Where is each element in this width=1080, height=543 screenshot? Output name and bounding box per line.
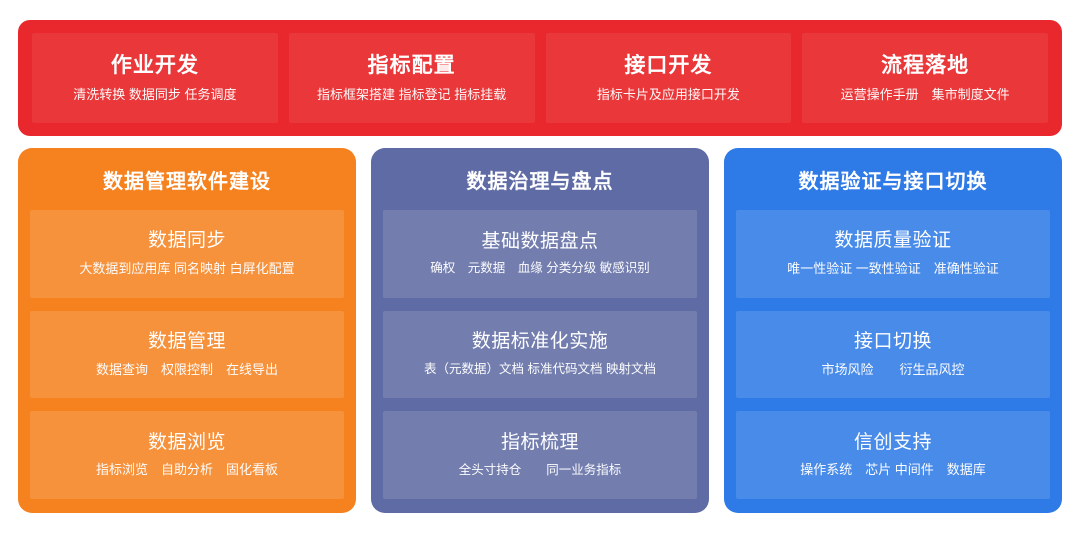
banner-card-metric-config[interactable]: 指标配置 指标框架搭建 指标登记 指标挂载 (288, 33, 535, 123)
banner-card-subtitle: 指标框架搭建 指标登记 指标挂载 (317, 86, 507, 102)
sub-card-title: 基础数据盘点 (481, 230, 599, 252)
banner-card-title: 接口开发 (624, 53, 713, 77)
sub-card-xinchuang-support[interactable]: 信创支持 操作系统 芯片 中间件 数据库 (736, 411, 1050, 500)
top-banner: 作业开发 清洗转换 数据同步 任务调度 指标配置 指标框架搭建 指标登记 指标挂… (18, 20, 1062, 136)
sub-card-title: 数据管理 (147, 330, 226, 352)
column-data-validation-interface-switch[interactable]: 数据验证与接口切换 数据质量验证 唯一性验证 一致性验证 准确性验证 接口切换 … (724, 148, 1062, 513)
sub-card-title: 接口切换 (853, 330, 932, 352)
sub-card-subtitle: 确权 元数据 血缘 分类分级 敏感识别 (430, 261, 650, 276)
sub-card-title: 数据同步 (147, 230, 226, 252)
banner-card-subtitle: 运营操作手册 集市制度文件 (840, 86, 1010, 102)
sub-card-subtitle: 数据查询 权限控制 在线导出 (95, 361, 278, 377)
column-title: 数据治理与盘点 (466, 171, 614, 193)
sub-card-title: 指标梳理 (500, 431, 579, 453)
sub-card-subtitle: 表（元数据）文档 标准代码文档 映射文档 (424, 362, 656, 377)
sub-card-title: 数据浏览 (147, 431, 226, 453)
sub-card-subtitle: 大数据到应用库 同名映射 白屏化配置 (79, 261, 295, 277)
banner-card-interface-development[interactable]: 接口开发 指标卡片及应用接口开发 (545, 33, 792, 123)
column-card-list: 数据同步 大数据到应用库 同名映射 白屏化配置 数据管理 数据查询 权限控制 在… (30, 210, 344, 500)
banner-card-title: 指标配置 (367, 53, 456, 77)
column-title: 数据验证与接口切换 (798, 171, 988, 193)
sub-card-title: 数据标准化实施 (471, 331, 609, 353)
banner-card-title: 作业开发 (110, 53, 199, 77)
sub-card-subtitle: 唯一性验证 一致性验证 准确性验证 (787, 261, 999, 277)
sub-card-data-sync[interactable]: 数据同步 大数据到应用库 同名映射 白屏化配置 (30, 210, 344, 298)
column-group: 数据管理软件建设 数据同步 大数据到应用库 同名映射 白屏化配置 数据管理 数据… (18, 148, 1062, 513)
banner-card-subtitle: 指标卡片及应用接口开发 (596, 86, 740, 102)
sub-card-data-standardization[interactable]: 数据标准化实施 表（元数据）文档 标准代码文档 映射文档 (383, 310, 697, 399)
banner-card-title: 流程落地 (881, 53, 970, 77)
column-data-governance[interactable]: 数据治理与盘点 基础数据盘点 确权 元数据 血缘 分类分级 敏感识别 数据标准化… (371, 148, 709, 513)
sub-card-data-browsing[interactable]: 数据浏览 指标浏览 自助分析 固化看板 (30, 411, 344, 500)
sub-card-subtitle: 指标浏览 自助分析 固化看板 (95, 462, 278, 478)
column-data-management-software[interactable]: 数据管理软件建设 数据同步 大数据到应用库 同名映射 白屏化配置 数据管理 数据… (18, 148, 356, 513)
column-card-list: 数据质量验证 唯一性验证 一致性验证 准确性验证 接口切换 市场风险 衍生品风控… (736, 210, 1050, 500)
banner-card-subtitle: 清洗转换 数据同步 任务调度 (73, 86, 237, 102)
column-card-list: 基础数据盘点 确权 元数据 血缘 分类分级 敏感识别 数据标准化实施 表（元数据… (383, 210, 697, 500)
sub-card-data-management[interactable]: 数据管理 数据查询 权限控制 在线导出 (30, 310, 344, 399)
sub-card-data-quality-validation[interactable]: 数据质量验证 唯一性验证 一致性验证 准确性验证 (736, 210, 1050, 298)
column-title: 数据管理软件建设 (103, 171, 271, 193)
sub-card-interface-switch[interactable]: 接口切换 市场风险 衍生品风控 (736, 310, 1050, 399)
sub-card-title: 信创支持 (853, 431, 932, 453)
sub-card-metric-sorting[interactable]: 指标梳理 全头寸持仓 同一业务指标 (383, 411, 697, 500)
sub-card-subtitle: 全头寸持仓 同一业务指标 (458, 462, 622, 477)
sub-card-basic-data-inventory[interactable]: 基础数据盘点 确权 元数据 血缘 分类分级 敏感识别 (383, 210, 697, 298)
sub-card-subtitle: 操作系统 芯片 中间件 数据库 (800, 462, 986, 478)
banner-card-job-development[interactable]: 作业开发 清洗转换 数据同步 任务调度 (32, 33, 278, 123)
banner-card-process-landing[interactable]: 流程落地 运营操作手册 集市制度文件 (802, 33, 1048, 123)
sub-card-title: 数据质量验证 (834, 230, 952, 252)
sub-card-subtitle: 市场风险 衍生品风控 (821, 361, 965, 377)
